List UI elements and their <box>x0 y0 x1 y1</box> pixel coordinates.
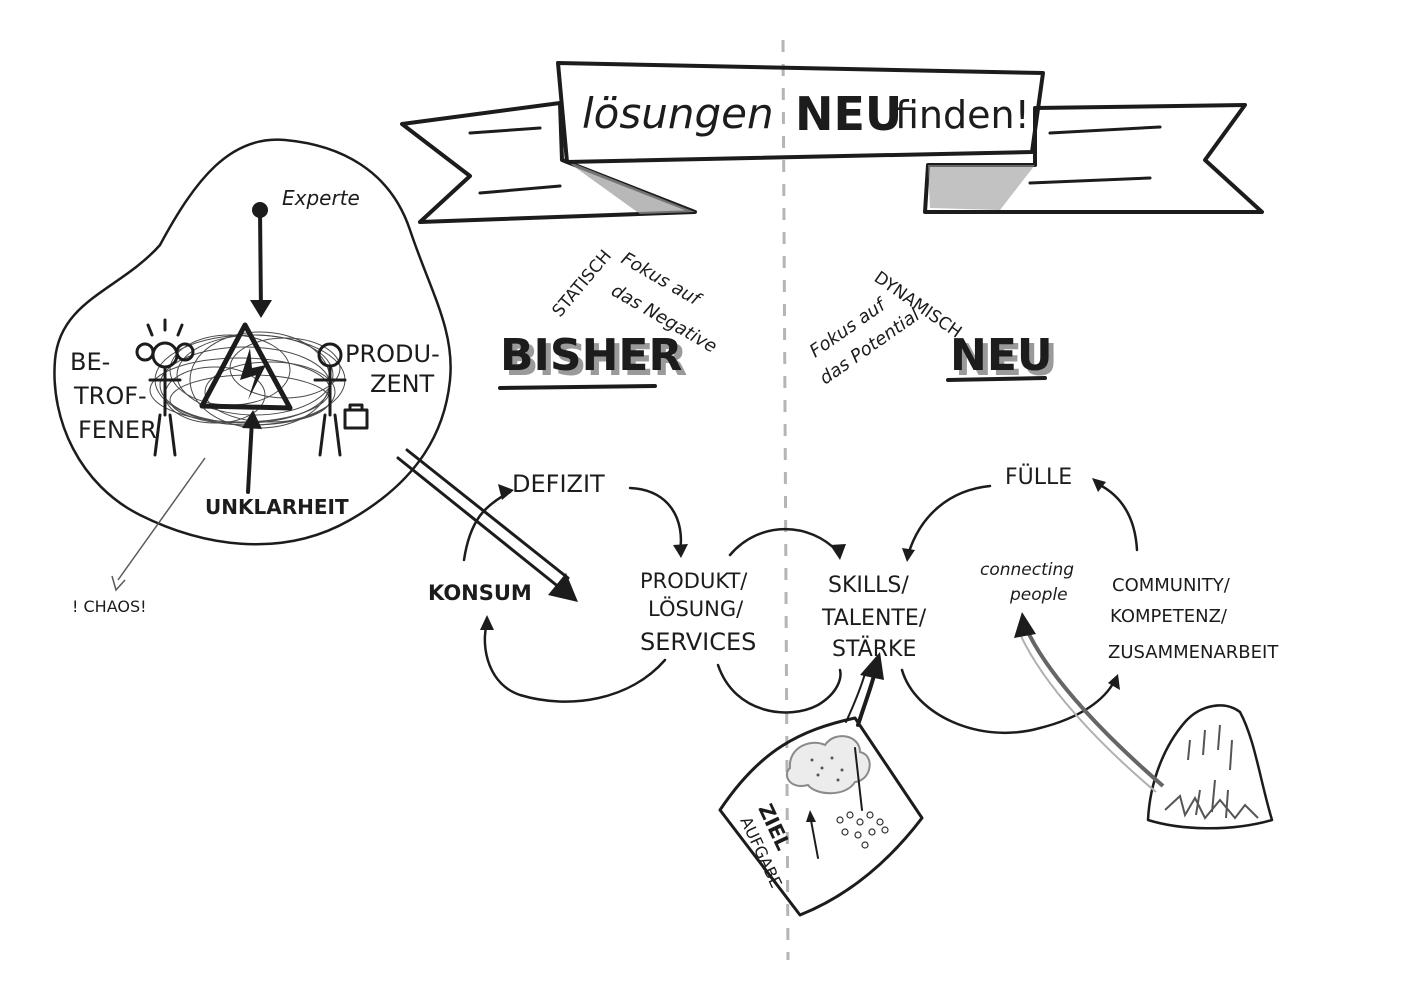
betroffener-line3: FENER <box>78 416 157 444</box>
produkt-line2: LÖSUNG/ <box>648 596 744 621</box>
konsum-label: KONSUM <box>428 581 532 605</box>
banner-title-prefix: lösungen <box>582 89 774 138</box>
neu-header: NEU NEU DYNAMISCH Fokus auf das Potentia… <box>806 268 1058 389</box>
bisher-tag-static: STATISCH <box>549 246 616 321</box>
warning-icon <box>199 322 293 411</box>
bisher-cycle: DEFIZIT KONSUM PRODUKT/ LÖSUNG/ SERVICES <box>428 470 756 703</box>
betroffener-line1: BE- <box>70 348 110 376</box>
produzent-line1: PRODU- <box>345 340 440 368</box>
cycle-bridge <box>716 527 846 714</box>
betroffener-figure-icon <box>135 318 195 457</box>
neu-cycle: FÜLLE SKILLS/ TALENTE/ STÄRKE connecting… <box>821 464 1279 735</box>
chaos-label: ! CHAOS! <box>72 597 147 616</box>
connecting-line2: people <box>1009 585 1068 605</box>
neu-heading: NEU <box>950 330 1053 381</box>
defizit-label: DEFIZIT <box>512 470 605 498</box>
blob-outline <box>53 138 452 546</box>
bisher-heading-shadow: BISHER <box>505 335 687 386</box>
title-banner: lösungen NEU finden! <box>400 61 1264 224</box>
goal-bag-sketch: ZIEL AUFGABE <box>718 652 924 917</box>
fuelle-label: FÜLLE <box>1005 464 1072 490</box>
unklarheit-label: UNKLARHEIT <box>205 495 349 519</box>
produkt-line3: SERVICES <box>640 628 756 656</box>
experte-label: Experte <box>282 186 360 210</box>
bisher-header: BISHER BISHER STATISCH Fokus auf das Neg… <box>498 246 720 390</box>
banner-title-emphasis: NEU <box>795 87 902 141</box>
rock-sketch <box>1014 612 1274 830</box>
connecting-line1: connecting <box>980 560 1074 580</box>
produkt-line1: PRODUKT/ <box>640 569 748 593</box>
chaos-blob: Experte BE- TROF- FENER <box>53 138 452 616</box>
center-divider <box>781 39 790 961</box>
blob-to-cycle-arrow <box>396 448 578 602</box>
skills-line1: SKILLS/ <box>828 573 909 598</box>
betroffener-line2: TROF- <box>73 382 147 410</box>
community-line2: KOMPETENZ/ <box>1110 606 1228 627</box>
banner-title-suffix: finden! <box>895 93 1030 137</box>
produzent-line2: ZENT <box>370 370 435 398</box>
produzent-figure-icon <box>313 342 369 457</box>
community-line3: ZUSAMMENARBEIT <box>1108 642 1279 663</box>
community-line1: COMMUNITY/ <box>1112 575 1231 596</box>
bisher-heading: BISHER <box>500 330 682 381</box>
skills-line3: STÄRKE <box>832 636 916 662</box>
skills-line2: TALENTE/ <box>821 606 927 631</box>
